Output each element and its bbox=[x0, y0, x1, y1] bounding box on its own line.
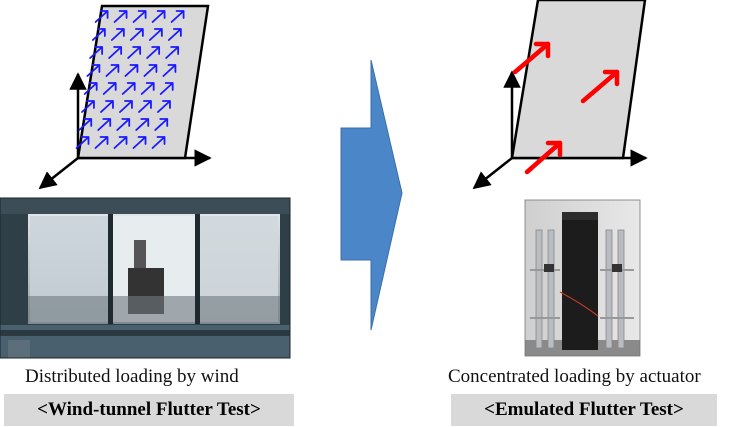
wind-arrow bbox=[97, 118, 112, 131]
wind-arrow bbox=[124, 64, 139, 77]
wind-arrow bbox=[116, 118, 131, 131]
wind-arrow bbox=[146, 46, 161, 59]
wind-arrow bbox=[167, 28, 182, 41]
actuator-rig-photo bbox=[524, 199, 641, 357]
wind-arrow bbox=[91, 28, 106, 41]
actuator-arrow bbox=[524, 140, 563, 175]
actuator-arrow bbox=[580, 69, 620, 104]
wind-arrow bbox=[129, 28, 144, 41]
wind-arrow bbox=[75, 136, 90, 149]
wind-arrow bbox=[151, 136, 166, 149]
wind-arrow bbox=[148, 28, 163, 41]
actuator-arrow bbox=[512, 41, 551, 75]
wind-arrow bbox=[83, 82, 98, 95]
wind-arrow bbox=[94, 136, 109, 149]
wind-arrow bbox=[170, 10, 185, 23]
wind-arrow bbox=[105, 64, 120, 77]
wind-arrow bbox=[138, 100, 152, 113]
wind-arrow bbox=[140, 82, 155, 95]
wind-arrow bbox=[108, 46, 123, 59]
wind-arrow bbox=[102, 82, 117, 95]
right-test-label: <Emulated Flutter Test> bbox=[451, 394, 717, 426]
process-block-arrow bbox=[340, 59, 403, 331]
wind-arrow bbox=[113, 10, 128, 23]
wind-arrow bbox=[165, 46, 180, 59]
wind-arrow bbox=[100, 100, 114, 113]
actuator-arrows bbox=[512, 41, 620, 175]
wind-arrow bbox=[94, 10, 109, 23]
wind-arrow bbox=[154, 118, 169, 131]
right-plate bbox=[510, 0, 647, 160]
wind-arrow bbox=[110, 28, 125, 41]
wind-arrow bbox=[159, 82, 174, 95]
wind-arrow bbox=[121, 82, 136, 95]
wind-arrow bbox=[81, 100, 95, 113]
actuator-arrow-head bbox=[533, 41, 551, 59]
wind-arrow bbox=[78, 118, 93, 131]
left-caption: Distributed loading by wind bbox=[25, 366, 239, 387]
left-test-label: <Wind-tunnel Flutter Test> bbox=[4, 394, 294, 426]
wind-arrow bbox=[162, 64, 177, 77]
wind-arrow bbox=[151, 10, 166, 23]
wind-tunnel-photo bbox=[0, 197, 291, 359]
wind-arrow bbox=[113, 136, 128, 149]
wind-arrow bbox=[157, 100, 171, 113]
wind-arrow bbox=[86, 64, 101, 77]
actuator-arrow-head bbox=[545, 140, 563, 158]
wind-arrow-grid bbox=[75, 10, 185, 149]
wind-arrow bbox=[127, 46, 142, 59]
wind-arrow bbox=[89, 46, 104, 59]
wind-arrow bbox=[132, 10, 147, 23]
wind-arrow bbox=[132, 136, 147, 149]
right-caption: Concentrated loading by actuator bbox=[448, 366, 701, 387]
wind-arrow bbox=[119, 100, 133, 113]
wind-arrow bbox=[135, 118, 150, 131]
wind-arrow bbox=[143, 64, 158, 77]
actuator-arrow-head bbox=[602, 69, 620, 87]
